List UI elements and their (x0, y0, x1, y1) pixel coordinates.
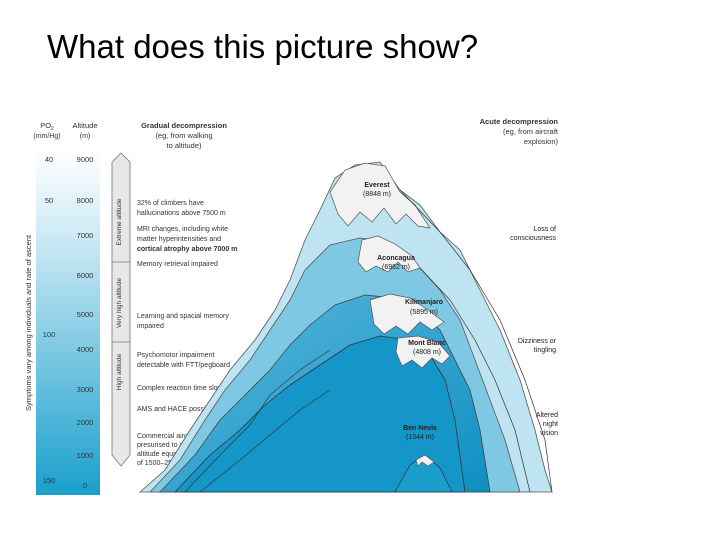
effect-line: Memory retrieval impaired (137, 261, 218, 268)
effect-line: hallucinations above 7500 m (137, 210, 226, 217)
right-header-line: explosion) (524, 137, 559, 146)
gradual-effects: 32% of climbers have hallucinations abov… (137, 200, 237, 467)
altitude-unit: (m) (80, 133, 91, 140)
mountain-montblanc-body (174, 335, 466, 493)
acute-effect-line: tingling (534, 347, 556, 354)
left-header-line: Gradual decompression (141, 121, 227, 130)
effect-line: presurised to an (137, 442, 187, 449)
altitude-value: 5000 (77, 310, 94, 319)
effect-line: impaired (137, 323, 164, 330)
altitude-value: 6000 (77, 271, 94, 280)
acute-effect-line: Loss of (533, 226, 556, 233)
left-header: Gradual decompression (eg, from walking … (141, 121, 227, 150)
mountain-height: (6962 m) (382, 264, 410, 271)
mountain-name: Mont Blanc (408, 340, 446, 347)
po2-value: 100 (43, 330, 56, 339)
band-label-very-high: Very high altitude (116, 278, 123, 328)
mountain-name: Aconcagua (377, 255, 415, 262)
acute-ridge-line (399, 189, 553, 493)
altitude-value: 4000 (77, 345, 94, 354)
altitude-header: Altitude (72, 121, 97, 130)
left-header-line: (eg, from walking (155, 131, 212, 140)
po2-unit: (mm/Hg) (33, 133, 60, 140)
po2-value: 50 (45, 196, 53, 205)
po2-value: 150 (43, 476, 56, 485)
altitude-value: 2000 (77, 418, 94, 427)
acute-ridge-line (419, 267, 531, 493)
altitude-band-arrow: Extreme altitude Very high altitude High… (111, 152, 131, 467)
effect-line: detectable with FTT/pegboard (137, 362, 230, 369)
effect-line: matter hyperintensities and (137, 236, 221, 243)
effect-line: altitude equivalent (137, 451, 193, 458)
effect-line: Complex reaction time slows (137, 385, 227, 392)
acute-effect-line: Altered (536, 412, 558, 419)
mountain-name: Everest (364, 182, 390, 189)
effect-line: of 1500–2500 m (137, 460, 188, 467)
mountain-name: Kilimanjaro (405, 299, 443, 306)
effect-line: AMS and HACE possible (137, 406, 215, 413)
mountain-ridge-line (184, 349, 331, 493)
snow-cap-everest (329, 162, 431, 229)
mountain-ridge-line (199, 389, 331, 493)
mountain-height: (5895 m) (410, 309, 438, 316)
band-label-high: High altitude (116, 354, 123, 391)
right-header-line: Acute decompression (480, 117, 559, 126)
band-label-extreme: Extreme altitude (116, 198, 123, 245)
altitude-arrow-shape (111, 152, 131, 467)
slide-title: What does this picture show? (47, 28, 479, 65)
effect-line: Learning and spacial memory (137, 313, 229, 320)
mountain-name: Ben Nevis (403, 425, 437, 432)
altitude-value: 1000 (77, 451, 94, 460)
side-label: Symptoms vary among individuals and rate… (24, 234, 33, 411)
mountain-height: (4808 m) (413, 349, 441, 356)
po2-values: 40 50 100 150 (43, 155, 56, 485)
effect-line: 32% of climbers have (137, 200, 204, 207)
acute-effect-line: consciousness (510, 235, 556, 242)
acute-effects: Loss of consciousness Dizziness or tingl… (510, 226, 558, 437)
mountain-height: (8848 m) (363, 191, 391, 198)
left-header-line: to altitude) (166, 141, 202, 150)
right-header: Acute decompression (eg, from aircraft e… (480, 117, 559, 146)
effect-line: MRI changes, including white (137, 226, 228, 233)
altitude-value: 9000 (77, 155, 94, 164)
snow-cap-kilimanjaro (369, 293, 445, 335)
altitude-value: 3000 (77, 385, 94, 394)
acute-effect-line: night (543, 421, 558, 428)
mountain-range (138, 161, 553, 493)
altitude-value: 7000 (77, 231, 94, 240)
altitude-values: 9000 8000 7000 6000 5000 4000 3000 2000 … (77, 155, 94, 490)
pressure-gradient-column (36, 150, 100, 495)
snow-cap-montblanc (395, 335, 451, 369)
acute-effect-line: vision (540, 430, 558, 437)
mountain-height: (1344 m) (406, 434, 434, 441)
snow-cap-bennevis (415, 454, 435, 467)
po2-header: PO2 (40, 121, 54, 132)
right-header-line: (eg, from aircraft (503, 127, 559, 136)
snow-cap-aconcagua (357, 235, 421, 273)
po2-value: 40 (45, 155, 53, 164)
effect-line: Commercial aircraft are (137, 433, 210, 440)
altitude-value: 8000 (77, 196, 94, 205)
mountain-labels: Everest (8848 m) Aconcagua (6962 m) Kili… (363, 182, 446, 441)
effect-line: Psychomotor impairment (137, 352, 214, 359)
effect-line: cortical atrophy above 7000 m (137, 246, 237, 253)
acute-effect-line: Dizziness or (518, 338, 557, 345)
altitude-value: 0 (83, 481, 87, 490)
